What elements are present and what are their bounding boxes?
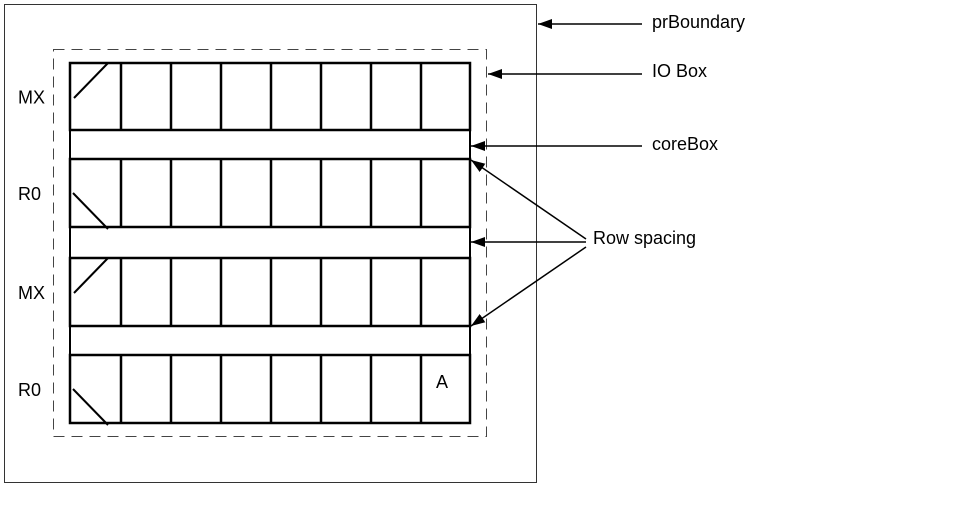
cell-row: R0 <box>18 353 472 426</box>
orientation-mark <box>73 62 109 99</box>
orientation-label: MX <box>18 88 45 108</box>
io-box-rect <box>53 49 487 437</box>
row-spacing-arrow-top <box>470 159 587 240</box>
orientation-mark <box>73 257 109 294</box>
row-spacing-arrow-bottom <box>470 246 587 327</box>
orientation-label: R0 <box>18 184 41 204</box>
cell-marker-a: A <box>436 372 448 392</box>
orientation-mark <box>72 388 109 426</box>
io-box-label: IO Box <box>652 61 707 81</box>
orientation-label: R0 <box>18 380 41 400</box>
row-spacing-label: Row spacing <box>593 228 696 248</box>
pr-boundary-label: prBoundary <box>652 12 745 32</box>
orientation-label: MX <box>18 283 45 303</box>
core-box-label: coreBox <box>652 134 718 154</box>
cell-row: MX <box>18 256 472 328</box>
cell-row: R0 <box>18 157 472 230</box>
cell-row: MX <box>18 61 472 132</box>
pr-boundary-rect <box>4 4 537 483</box>
orientation-mark <box>72 192 109 230</box>
